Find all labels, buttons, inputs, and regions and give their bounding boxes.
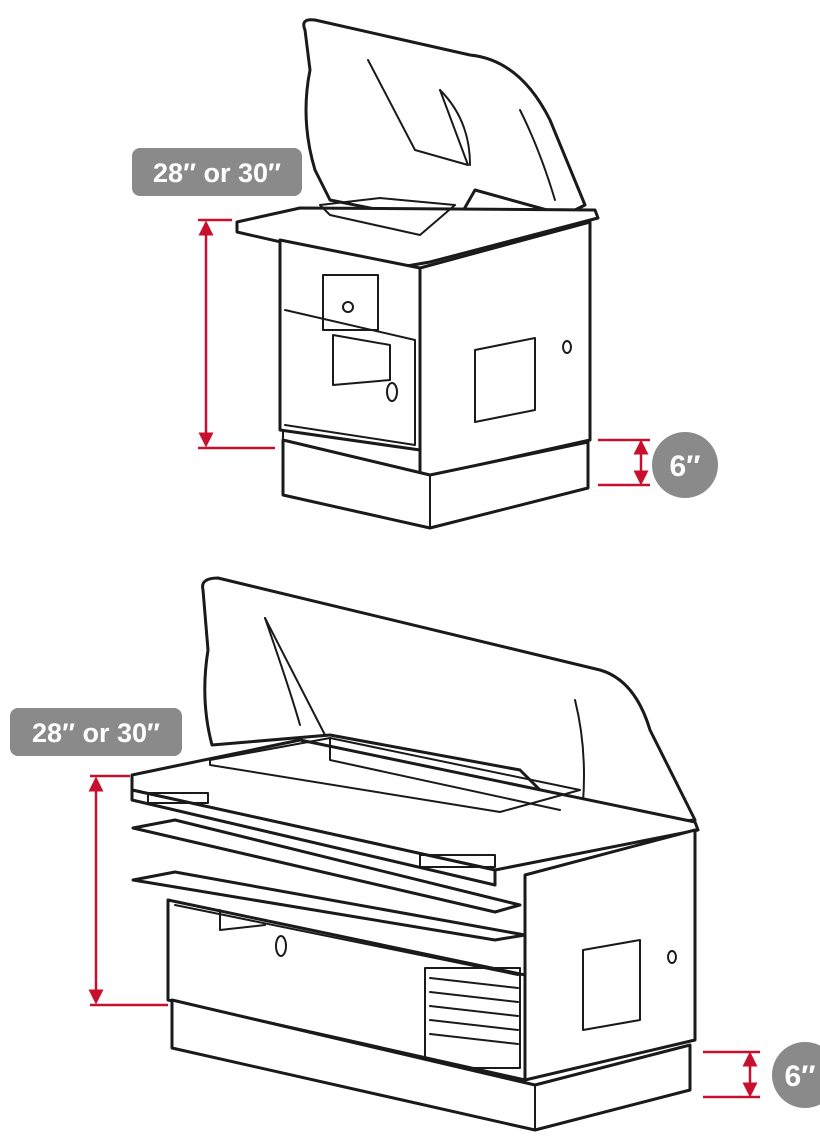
double-unit-illustration [130, 576, 700, 1132]
single-base-badge: 6″ [652, 432, 718, 498]
double-height-label: 28″ or 30″ [32, 718, 160, 748]
double-cabinet-side [523, 828, 697, 1082]
double-base-label: 6″ [784, 1060, 815, 1093]
single-height-badge: 28″ or 30″ [132, 148, 302, 196]
double-base-dimension [703, 1050, 760, 1099]
single-unit-illustration [235, 18, 600, 530]
single-height-dimension [198, 218, 275, 450]
single-base-dimension [598, 438, 650, 487]
double-height-badge: 28″ or 30″ [10, 708, 182, 756]
single-counter-top [235, 206, 600, 270]
single-cabinet-side [418, 220, 592, 480]
single-hood [302, 18, 587, 227]
single-cabinet [278, 238, 422, 452]
double-hood [201, 576, 697, 832]
single-base-label: 6″ [669, 450, 700, 483]
single-height-label: 28″ or 30″ [153, 158, 281, 188]
double-height-dimension [88, 774, 168, 1007]
double-base-badge: 6″ [772, 1042, 820, 1108]
